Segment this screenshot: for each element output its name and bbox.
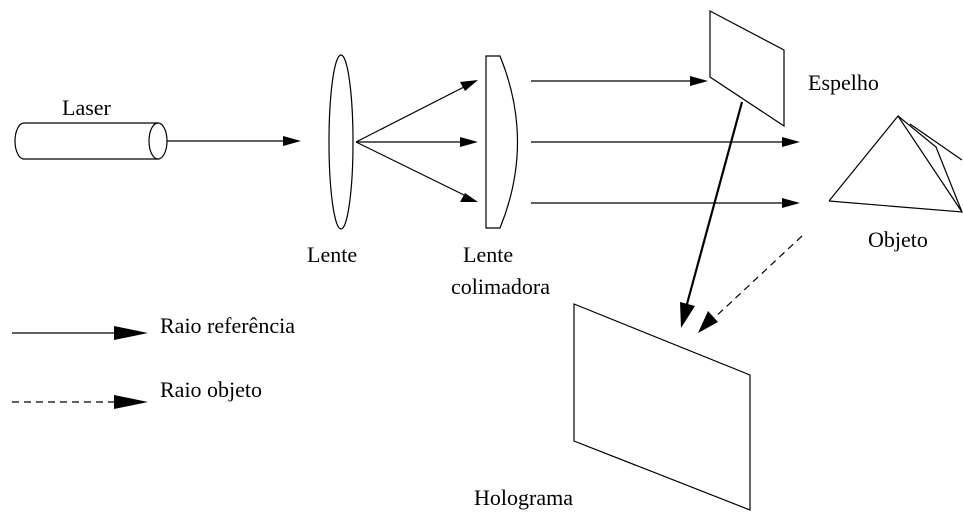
legend: Raio referência Raio objeto xyxy=(12,313,295,409)
legend-reference-label: Raio referência xyxy=(160,313,295,338)
collimated-rays xyxy=(531,76,800,208)
legend-object-arrow xyxy=(12,395,148,409)
legend-reference-arrow xyxy=(12,326,148,340)
laser-device xyxy=(14,122,168,160)
laser-label: Laser xyxy=(62,95,112,120)
collimating-lens-label-line1: Lente xyxy=(463,242,513,267)
mirror-label: Espelho xyxy=(808,70,879,95)
lens-label: Lente xyxy=(307,242,357,267)
legend-object-label: Raio objeto xyxy=(160,377,262,402)
object-pyramid xyxy=(828,114,963,213)
collimating-lens xyxy=(485,55,519,229)
reference-ray-to-hologram xyxy=(680,101,744,328)
laser-beam xyxy=(167,136,301,146)
object-ray-to-hologram xyxy=(698,235,803,333)
hologram-label: Holograma xyxy=(474,485,573,510)
collimating-lens-label-line2: colimadora xyxy=(451,274,550,299)
lens xyxy=(328,54,354,230)
hologram-plate xyxy=(573,303,751,511)
mirror xyxy=(709,10,785,128)
diverging-rays xyxy=(355,80,478,202)
object-label: Objeto xyxy=(868,227,928,252)
